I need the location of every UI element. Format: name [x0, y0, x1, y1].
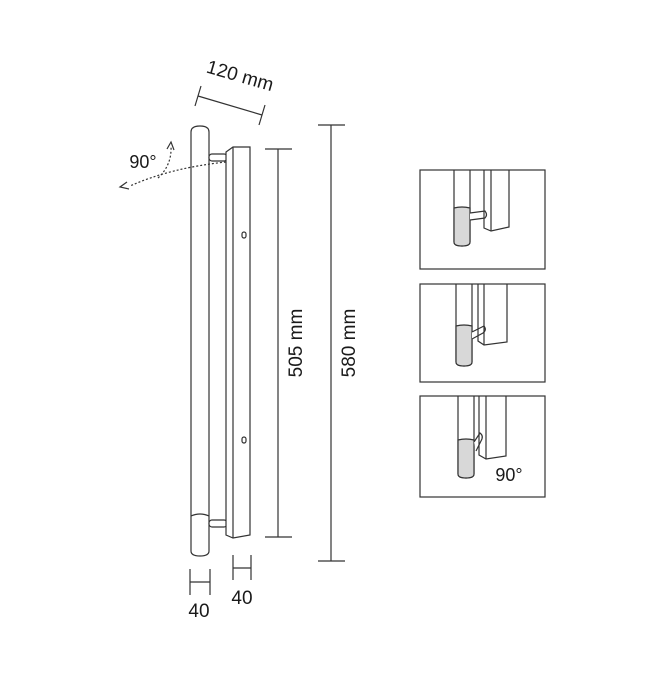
- dim-40-plate: [232, 555, 252, 580]
- label-120mm: 120 mm: [204, 57, 276, 96]
- standoff-top: [208, 153, 228, 162]
- label-panel-90: 90°: [495, 465, 522, 485]
- screw-icon: [241, 436, 247, 444]
- detail-panel-closed: [419, 169, 546, 270]
- dim-120: [194, 85, 266, 126]
- label-40-plate: 40: [231, 588, 252, 609]
- back-plate: [225, 146, 251, 539]
- label-rotation: 90°: [129, 152, 156, 172]
- detail-panel-half: [419, 283, 546, 383]
- rotation-arrow-icon: [129, 145, 227, 187]
- label-505mm: 505 mm: [286, 309, 307, 378]
- label-40-handle: 40: [188, 601, 209, 622]
- standoff-bottom: [208, 519, 228, 528]
- handle-bar: [190, 125, 210, 557]
- detail-panel-open: [419, 395, 546, 498]
- dim-580: [318, 124, 345, 562]
- screw-icon: [241, 231, 247, 239]
- label-580mm: 580 mm: [339, 309, 360, 378]
- dim-40-handle: [189, 569, 211, 595]
- dim-505: [265, 148, 292, 538]
